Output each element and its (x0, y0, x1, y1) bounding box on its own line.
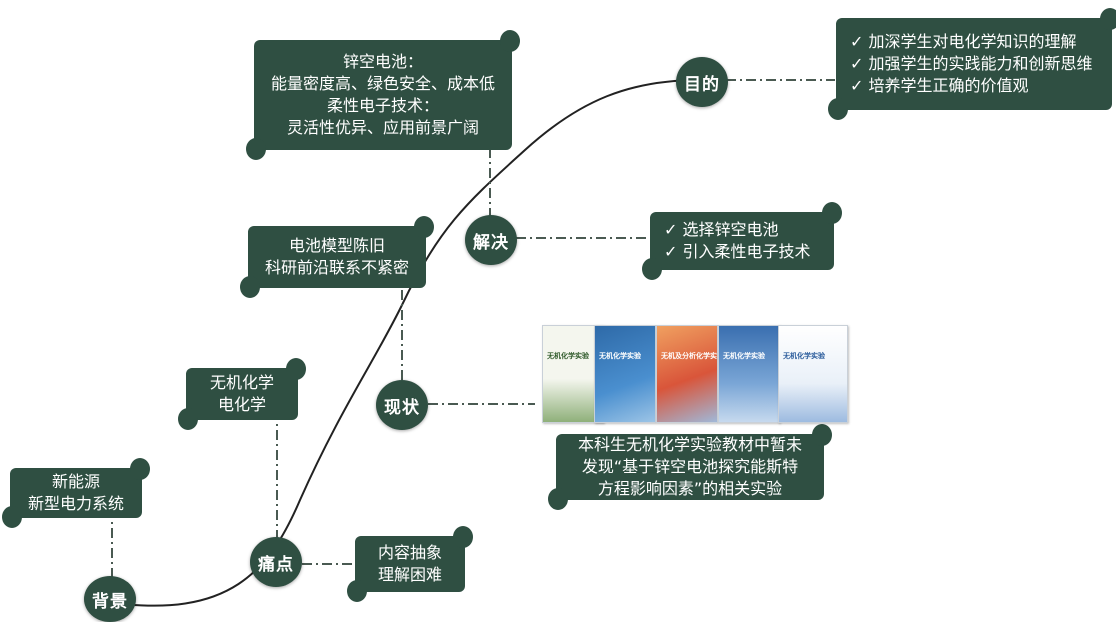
note-solution-upper: 锌空电池： 能量密度高、绿色安全、成本低 柔性电子技术： 灵活性优异、应用前景广… (246, 30, 520, 160)
note-line: 能量密度高、绿色安全、成本低 (270, 74, 495, 93)
note-status-lower: 本科生无机化学实验教材中暂未 发现“基于锌空电池探究能斯特 方程影响因素”的相关… (548, 424, 832, 510)
book-cover: 无机化学实验 (594, 325, 656, 423)
note-line: 柔性电子技术： (326, 96, 439, 115)
note-line: 科研前沿联系不紧密 (264, 258, 409, 277)
book-cover: 无机化学实验 (778, 325, 848, 423)
note-line: 本科生无机化学实验教材中暂未 (577, 435, 802, 454)
node-pain-points: 痛点 (250, 537, 302, 587)
note-line: 新型电力系统 (27, 494, 124, 513)
book-title: 无机化学实验 (599, 352, 641, 360)
node-background: 背景 (84, 576, 136, 622)
note-line: ✓ 引入柔性电子技术 (664, 242, 811, 261)
note-line: ✓ 选择锌空电池 (664, 220, 779, 239)
note-line: 灵活性优异、应用前景广阔 (286, 118, 479, 137)
node-status: 现状 (376, 380, 428, 430)
note-line: ✓ 培养学生正确的价值观 (850, 76, 1029, 95)
note-status-upper: 电池模型陈旧 科研前沿联系不紧密 (240, 216, 434, 298)
book-title: 无机及分析化学实验 (661, 352, 718, 360)
note-solution-right: ✓ 选择锌空电池 ✓ 引入柔性电子技术 (642, 202, 842, 280)
note-pain-lower: 内容抽象 理解困难 (347, 526, 473, 602)
note-line: 理解困难 (377, 565, 442, 584)
note-line: 新能源 (51, 472, 100, 491)
book-title: 无机化学实验 (723, 352, 765, 360)
book-cover: 无机化学实验 (718, 325, 780, 423)
node-solution: 解决 (465, 215, 517, 265)
note-line: 电化学 (217, 395, 266, 414)
note-line: 电池模型陈旧 (288, 236, 385, 255)
note-line: 内容抽象 (377, 543, 442, 562)
note-pain-upper: 无机化学 电化学 (178, 358, 306, 430)
note-line: 无机化学 (209, 373, 274, 392)
book-cover: 无机及分析化学实验 (656, 325, 718, 423)
book-title: 无机化学实验 (783, 352, 825, 360)
note-line: 方程影响因素”的相关实验 (597, 479, 783, 498)
note-purpose: ✓ 加深学生对电化学知识的理解 ✓ 加强学生的实践能力和创新思维 ✓ 培养学生正… (828, 8, 1116, 120)
note-background: 新能源 新型电力系统 (2, 458, 150, 528)
textbook-covers: 无机化学实验 无机化学实验 无机及分析化学实验 无机化学实验 无机化学实验 (542, 325, 848, 423)
node-purpose: 目的 (676, 57, 728, 107)
book-title: 无机化学实验 (547, 352, 589, 360)
note-line: ✓ 加深学生对电化学知识的理解 (850, 32, 1077, 51)
note-line: 发现“基于锌空电池探究能斯特 (581, 457, 799, 476)
note-line: ✓ 加强学生的实践能力和创新思维 (850, 54, 1093, 73)
note-line: 锌空电池： (342, 52, 423, 71)
